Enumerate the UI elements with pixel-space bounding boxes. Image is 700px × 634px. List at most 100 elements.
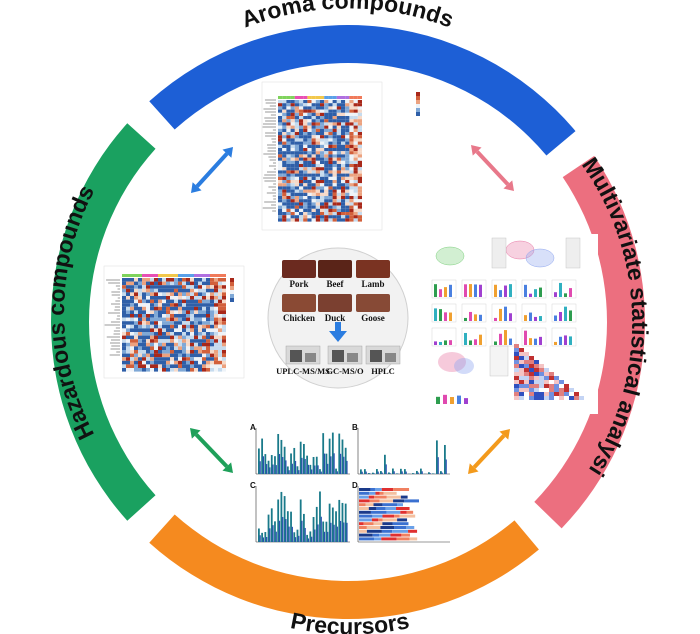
heatmap-cell bbox=[222, 346, 226, 350]
heatmap-cell bbox=[290, 176, 295, 180]
heatmap-cell bbox=[214, 292, 218, 296]
heatmap-cell bbox=[320, 176, 325, 180]
heatmap-cell bbox=[206, 288, 210, 293]
stacked-bar bbox=[374, 488, 382, 491]
heatmap-cell bbox=[320, 128, 325, 132]
heatmap-cell bbox=[299, 170, 304, 174]
heatmap-cell bbox=[328, 199, 333, 203]
heatmap-cell bbox=[158, 360, 162, 365]
heatmap-cell bbox=[311, 157, 316, 161]
precursor-bar bbox=[421, 471, 423, 474]
heatmap-cell bbox=[282, 148, 287, 152]
heatmap-cell bbox=[303, 100, 308, 104]
heatmap-cell bbox=[345, 218, 350, 222]
heatmap-cell bbox=[146, 346, 150, 350]
heatmap-cell bbox=[320, 112, 325, 116]
stacked-bar bbox=[406, 510, 414, 514]
correlation-cell bbox=[539, 388, 544, 392]
group-bar bbox=[303, 96, 308, 99]
heatmap-cell bbox=[186, 324, 190, 329]
group-bar bbox=[282, 96, 287, 99]
heatmap-cell bbox=[278, 122, 283, 126]
stacked-bar bbox=[406, 526, 415, 529]
heatmap-cell bbox=[349, 183, 354, 187]
heatmap-cell bbox=[174, 357, 178, 361]
heatmap-cell bbox=[294, 167, 299, 171]
heatmap-cell bbox=[126, 310, 130, 314]
precursor-bar bbox=[437, 457, 439, 474]
correlation-cell bbox=[514, 364, 519, 368]
heatmap-cell bbox=[122, 328, 126, 332]
heatmap-cell bbox=[332, 112, 337, 116]
heatmap-cell bbox=[218, 342, 222, 347]
heatmap-cell bbox=[336, 173, 341, 177]
heatmap-cell bbox=[341, 116, 346, 120]
arrow-head bbox=[499, 429, 510, 440]
heatmap-cell bbox=[294, 208, 299, 212]
panel-letter: D bbox=[352, 481, 358, 490]
heatmap-cell bbox=[303, 122, 308, 126]
stacked-bar bbox=[392, 522, 409, 526]
heatmap-cell bbox=[315, 157, 320, 161]
heatmap-cell bbox=[166, 332, 170, 336]
heatmap-cell bbox=[290, 100, 295, 104]
heatmap-cell bbox=[158, 303, 162, 307]
heatmap-cell bbox=[174, 306, 178, 311]
heatmap-cell bbox=[328, 186, 333, 190]
group-bar bbox=[170, 274, 174, 277]
heatmap-cell bbox=[142, 328, 146, 332]
heatmap-cell bbox=[170, 310, 174, 314]
heatmap-cell bbox=[303, 218, 308, 222]
heatmap-cell bbox=[303, 212, 308, 216]
correlation-cell bbox=[524, 364, 529, 368]
group-bar bbox=[349, 96, 354, 99]
heatmap-cell bbox=[303, 154, 308, 158]
heatmap-cell bbox=[138, 353, 142, 358]
heatmap-cell bbox=[218, 350, 222, 354]
heatmap-cell bbox=[206, 317, 210, 322]
heatmap-cell bbox=[311, 125, 316, 129]
heatmap-cell bbox=[341, 135, 346, 139]
heatmap-cell bbox=[311, 189, 316, 193]
heatmap-cell bbox=[214, 321, 218, 325]
heatmap-cell bbox=[286, 212, 291, 216]
heatmap-cell bbox=[218, 306, 222, 311]
heatmap-cell bbox=[307, 151, 312, 155]
heatmap-cell bbox=[218, 368, 222, 372]
heatmap-cell bbox=[182, 353, 186, 358]
precursor-bar bbox=[306, 534, 309, 542]
heatmap-cell bbox=[130, 353, 134, 358]
heatmap-cell bbox=[320, 144, 325, 148]
heatmap-cell bbox=[202, 339, 206, 343]
heatmap-cell bbox=[328, 138, 333, 142]
heatmap-cell bbox=[353, 202, 358, 206]
heatmap-cell bbox=[162, 335, 166, 340]
heatmap-cell bbox=[303, 173, 308, 177]
heatmap-cell bbox=[214, 346, 218, 350]
heatmap-cell bbox=[122, 335, 126, 340]
heatmap-cell bbox=[202, 353, 206, 358]
heatmap-cell bbox=[328, 180, 333, 184]
heatmap-cell bbox=[303, 125, 308, 129]
heatmap-cell bbox=[222, 364, 226, 368]
precursor-bar bbox=[275, 531, 277, 542]
mini-bar-plot bbox=[521, 327, 547, 347]
precursor-bar bbox=[445, 459, 447, 474]
heatmap-cell bbox=[328, 176, 333, 180]
correlation-cell bbox=[514, 344, 519, 348]
stacked-bar bbox=[379, 499, 394, 503]
heatmap-cell bbox=[336, 103, 341, 107]
heatmap-cell bbox=[214, 285, 218, 289]
heatmap-cell bbox=[349, 138, 354, 142]
heatmap-cell bbox=[332, 151, 337, 155]
mini-bar-plot bbox=[521, 303, 547, 323]
heatmap-cell bbox=[134, 357, 138, 361]
heatmap-cell bbox=[307, 192, 312, 196]
heatmap-cell bbox=[154, 281, 158, 286]
heatmap-cell bbox=[320, 189, 325, 193]
heatmap-cell bbox=[206, 360, 210, 365]
heatmap-cell bbox=[349, 151, 354, 155]
heatmap-cell bbox=[282, 144, 287, 148]
heatmap-cell bbox=[202, 278, 206, 282]
